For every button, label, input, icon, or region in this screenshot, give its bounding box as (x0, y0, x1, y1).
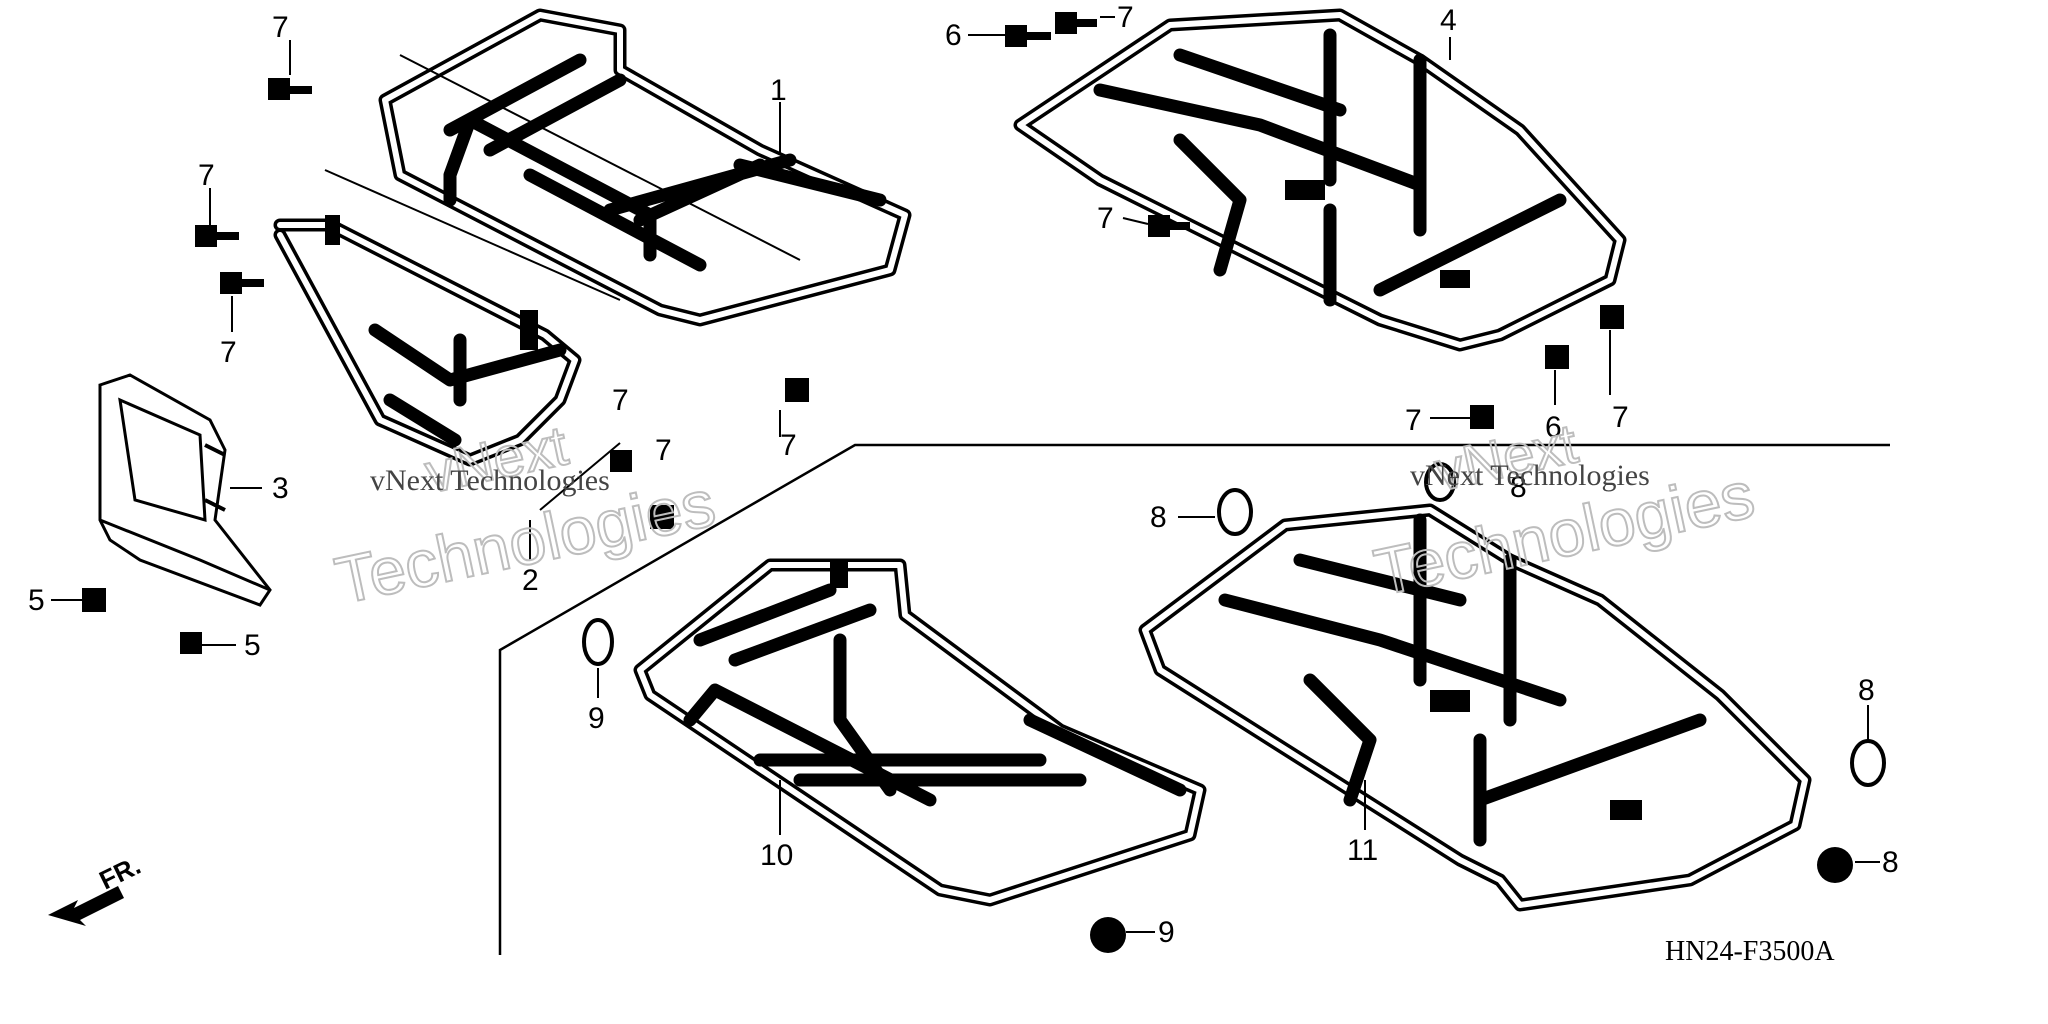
callout-1: 1 (770, 74, 787, 107)
fastener-cushion-8c (1850, 739, 1886, 787)
callout-2: 2 (522, 564, 539, 597)
callout-8a: 8 (1150, 501, 1167, 534)
callout-7f: 7 (780, 429, 797, 462)
callout-7g: 7 (1117, 1, 1134, 34)
bumper-3 (98, 373, 272, 607)
part-code: HN24-F3500A (1665, 936, 1835, 967)
callout-8c: 8 (1858, 674, 1875, 707)
callout-4: 4 (1440, 4, 1457, 37)
callout-7j: 7 (1612, 401, 1629, 434)
watermark-caption-left: vNext Technologies (370, 464, 610, 497)
fastener-cushion-9b (1090, 917, 1126, 953)
fastener-cushion-8d (1817, 847, 1853, 883)
fastener-bolt-7b (195, 225, 239, 247)
callout-9a: 9 (588, 702, 605, 735)
fastener-bolt-7c (220, 272, 264, 294)
fastener-bolt-7d (610, 450, 632, 472)
callout-6b: 6 (1545, 411, 1562, 444)
front-direction-indicator: FR. (48, 850, 145, 926)
fastener-bolt-7j (1470, 405, 1494, 429)
callout-8d: 8 (1882, 846, 1899, 879)
fastener-cushion-8a (1217, 488, 1253, 536)
fastener-bolt-6b (1545, 345, 1569, 369)
callout-7d: 7 (612, 384, 629, 417)
callout-5a: 5 (28, 584, 45, 617)
carrier-4 (1013, 8, 1627, 352)
fastener-bolt-7a (268, 78, 312, 100)
watermark-caption-right: vNext Technologies (1410, 459, 1650, 492)
callout-7e: 7 (655, 434, 672, 467)
callout-5b: 5 (244, 629, 261, 662)
callout-9b: 9 (1158, 916, 1175, 949)
carrier-1 (378, 8, 912, 327)
callout-3: 3 (272, 472, 289, 505)
fastener-bolt-7g (1055, 12, 1097, 34)
fastener-bolt-5a (82, 588, 106, 612)
callout-labels: 1 2 3 4 5 5 6 6 7 7 7 7 7 7 7 7 7 7 8 8 … (28, 1, 1899, 949)
callout-7b: 7 (198, 159, 215, 192)
fastener-bolt-7f (785, 378, 809, 402)
callout-8b: 8 (1510, 471, 1527, 504)
fastener-bolt-7e (650, 505, 674, 529)
callout-11: 11 (1347, 834, 1378, 867)
section-divider (498, 443, 1890, 955)
callout-6a: 6 (945, 19, 962, 52)
guard-2 (273, 215, 582, 467)
callout-10: 10 (760, 839, 793, 872)
callout-7c: 7 (220, 336, 237, 369)
fastener-cushion-8b (1424, 462, 1456, 502)
callout-7i: 7 (1405, 404, 1422, 437)
front-direction-label: FR. (94, 850, 145, 895)
fastener-bolt-7i (1600, 305, 1624, 329)
carrier-11 (1138, 503, 1812, 912)
fastener-bolt-7h (1148, 215, 1190, 237)
fastener-cushion-9a (582, 618, 614, 666)
fastener-bolt-5b (180, 632, 202, 654)
leader-lines (51, 16, 1880, 933)
arrow-left-icon (48, 886, 124, 926)
callout-7a: 7 (272, 11, 289, 44)
carrier-10 (633, 558, 1207, 907)
callout-7h: 7 (1097, 202, 1114, 235)
fastener-bolt-6a (1005, 25, 1051, 47)
